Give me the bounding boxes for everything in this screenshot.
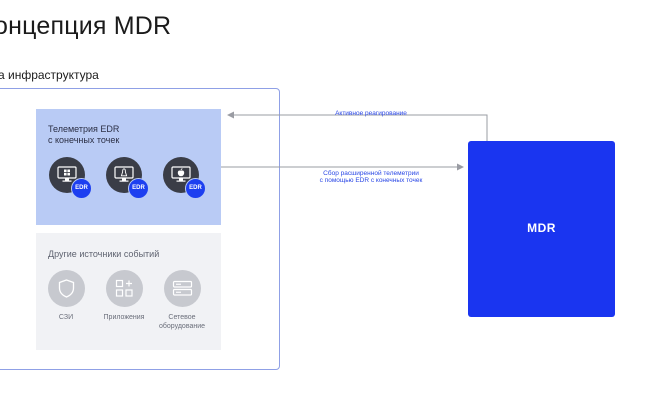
other-sources-panel: Другие источники событий СЗИ Приложения <box>36 233 221 350</box>
source-label-apps: Приложения <box>103 314 145 321</box>
linux-icon <box>114 166 134 182</box>
telemetry-arrow-label: Сбор расширенной телеметрии с помощью ED… <box>306 170 436 184</box>
infrastructure-label: а инфраструктура <box>0 68 99 82</box>
edr-panel-title: Телеметрия EDR с конечных точек <box>48 124 119 146</box>
endpoint-linux: EDR <box>106 157 149 199</box>
shield-icon <box>58 279 75 298</box>
edr-badge: EDR <box>71 178 92 199</box>
telemetry-label-line1: Сбор расширенной телеметрии <box>323 170 419 177</box>
apple-icon <box>171 166 191 182</box>
mdr-box: MDR <box>468 141 615 317</box>
endpoint-windows: EDR <box>49 157 92 199</box>
mdr-label: MDR <box>527 221 556 235</box>
edr-panel-title-line2: с конечных точек <box>48 135 120 145</box>
source-circle-apps <box>106 270 143 307</box>
edr-panel-title-line1: Телеметрия EDR <box>48 124 120 134</box>
edr-telemetry-panel: Телеметрия EDR с конечных точек EDR <box>36 109 221 225</box>
page-title: онцепция MDR <box>0 12 172 40</box>
edr-badge: EDR <box>128 178 149 199</box>
edr-badge: EDR <box>185 178 206 199</box>
response-arrow-label: Активное реагирование <box>335 110 407 117</box>
source-circle-szi <box>48 270 85 307</box>
windows-icon <box>57 166 77 182</box>
source-circle-network <box>164 270 201 307</box>
source-label-szi: СЗИ <box>58 314 74 321</box>
endpoint-apple: EDR <box>163 157 206 199</box>
other-sources-title: Другие источники событий <box>48 249 160 259</box>
server-icon <box>172 280 193 296</box>
apps-icon <box>115 279 133 297</box>
response-arrow <box>227 111 488 141</box>
telemetry-label-line2: с помощью EDR с конечных точек <box>319 177 423 184</box>
source-label-network: Сетевое оборудование <box>158 314 206 330</box>
